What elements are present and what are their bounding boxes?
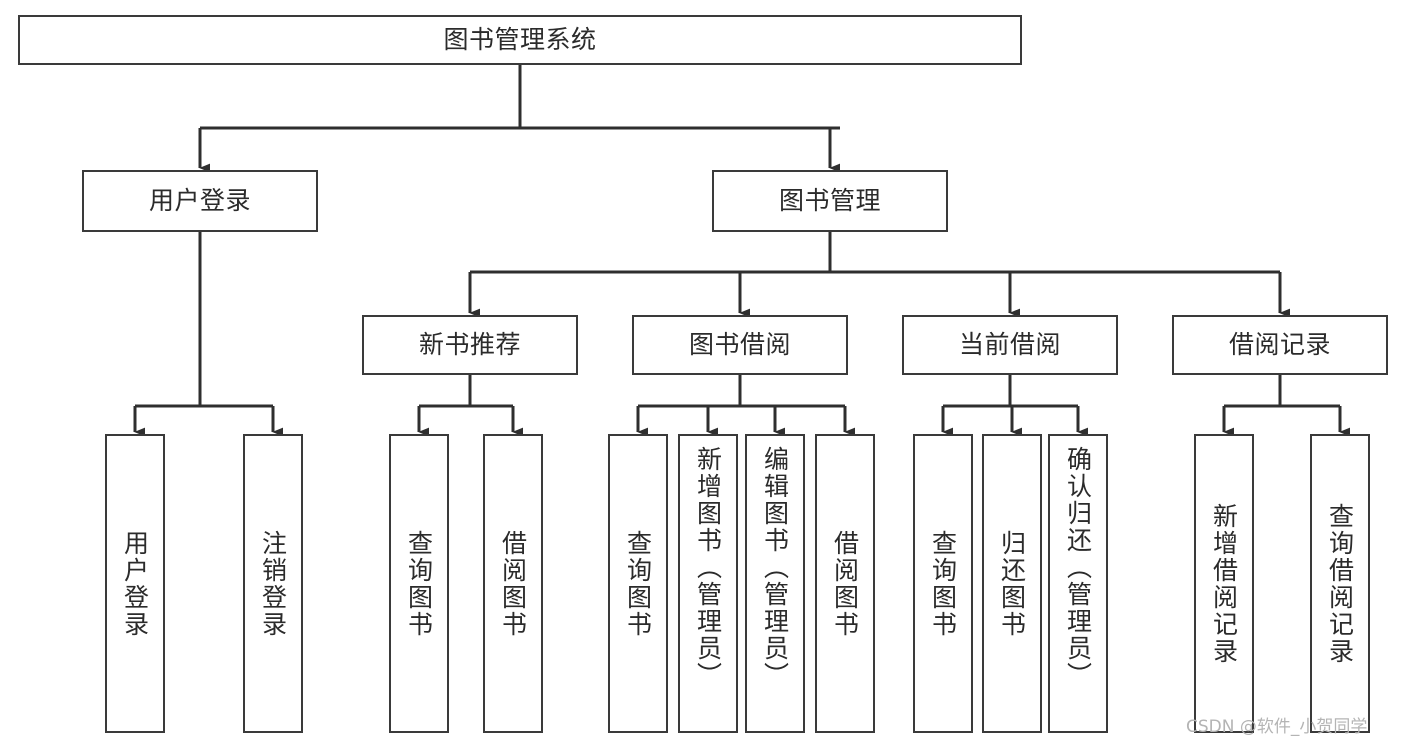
node-leaf-add-record[interactable]: 新增借阅记录 <box>1194 434 1254 733</box>
watermark-text: CSDN @软件_小贺同学 <box>1186 717 1368 737</box>
node-book-manage-label: 图书管理 <box>778 186 881 216</box>
node-leaf-logout-label: 注销登录 <box>258 529 288 638</box>
node-leaf-return-book[interactable]: 归还图书 <box>982 434 1042 733</box>
node-leaf-borrow-book[interactable]: 借阅图书 <box>815 434 875 733</box>
node-leaf-borrow-book-rec-label: 借阅图书 <box>498 529 528 638</box>
node-leaf-query-book-borrow[interactable]: 查询图书 <box>608 434 668 733</box>
node-leaf-edit-book-label: 编辑图书（管理员） <box>760 446 790 689</box>
node-current-borrow[interactable]: 当前借阅 <box>902 315 1118 375</box>
node-new-book-rec-label: 新书推荐 <box>418 330 521 360</box>
node-leaf-borrow-book-label: 借阅图书 <box>830 529 860 638</box>
node-root[interactable]: 图书管理系统 <box>18 15 1022 65</box>
node-user-login-label: 用户登录 <box>148 186 251 216</box>
node-book-borrow[interactable]: 图书借阅 <box>632 315 848 375</box>
node-root-label: 图书管理系统 <box>443 25 597 55</box>
node-book-manage[interactable]: 图书管理 <box>712 170 948 232</box>
node-leaf-add-book-label: 新增图书（管理员） <box>693 446 723 689</box>
node-book-borrow-label: 图书借阅 <box>688 330 791 360</box>
node-leaf-borrow-book-rec[interactable]: 借阅图书 <box>483 434 543 733</box>
node-leaf-query-record-label: 查询借阅记录 <box>1325 502 1355 665</box>
node-leaf-add-record-label: 新增借阅记录 <box>1209 502 1239 665</box>
node-leaf-confirm-return-label: 确认归还（管理员） <box>1063 446 1093 689</box>
node-leaf-query-book-rec-label: 查询图书 <box>404 529 434 638</box>
node-leaf-query-book-current[interactable]: 查询图书 <box>913 434 973 733</box>
node-leaf-query-book-borrow-label: 查询图书 <box>623 529 653 638</box>
node-leaf-query-record[interactable]: 查询借阅记录 <box>1310 434 1370 733</box>
node-current-borrow-label: 当前借阅 <box>958 330 1061 360</box>
node-borrow-record[interactable]: 借阅记录 <box>1172 315 1388 375</box>
node-leaf-user-login-label: 用户登录 <box>120 529 150 638</box>
node-leaf-query-book-rec[interactable]: 查询图书 <box>389 434 449 733</box>
node-leaf-return-book-label: 归还图书 <box>997 529 1027 638</box>
node-leaf-user-login[interactable]: 用户登录 <box>105 434 165 733</box>
node-leaf-edit-book[interactable]: 编辑图书（管理员） <box>745 434 805 733</box>
node-borrow-record-label: 借阅记录 <box>1228 330 1331 360</box>
node-leaf-logout[interactable]: 注销登录 <box>243 434 303 733</box>
node-new-book-rec[interactable]: 新书推荐 <box>362 315 578 375</box>
node-leaf-query-book-current-label: 查询图书 <box>928 529 958 638</box>
node-leaf-confirm-return[interactable]: 确认归还（管理员） <box>1048 434 1108 733</box>
node-leaf-add-book[interactable]: 新增图书（管理员） <box>678 434 738 733</box>
node-user-login[interactable]: 用户登录 <box>82 170 318 232</box>
